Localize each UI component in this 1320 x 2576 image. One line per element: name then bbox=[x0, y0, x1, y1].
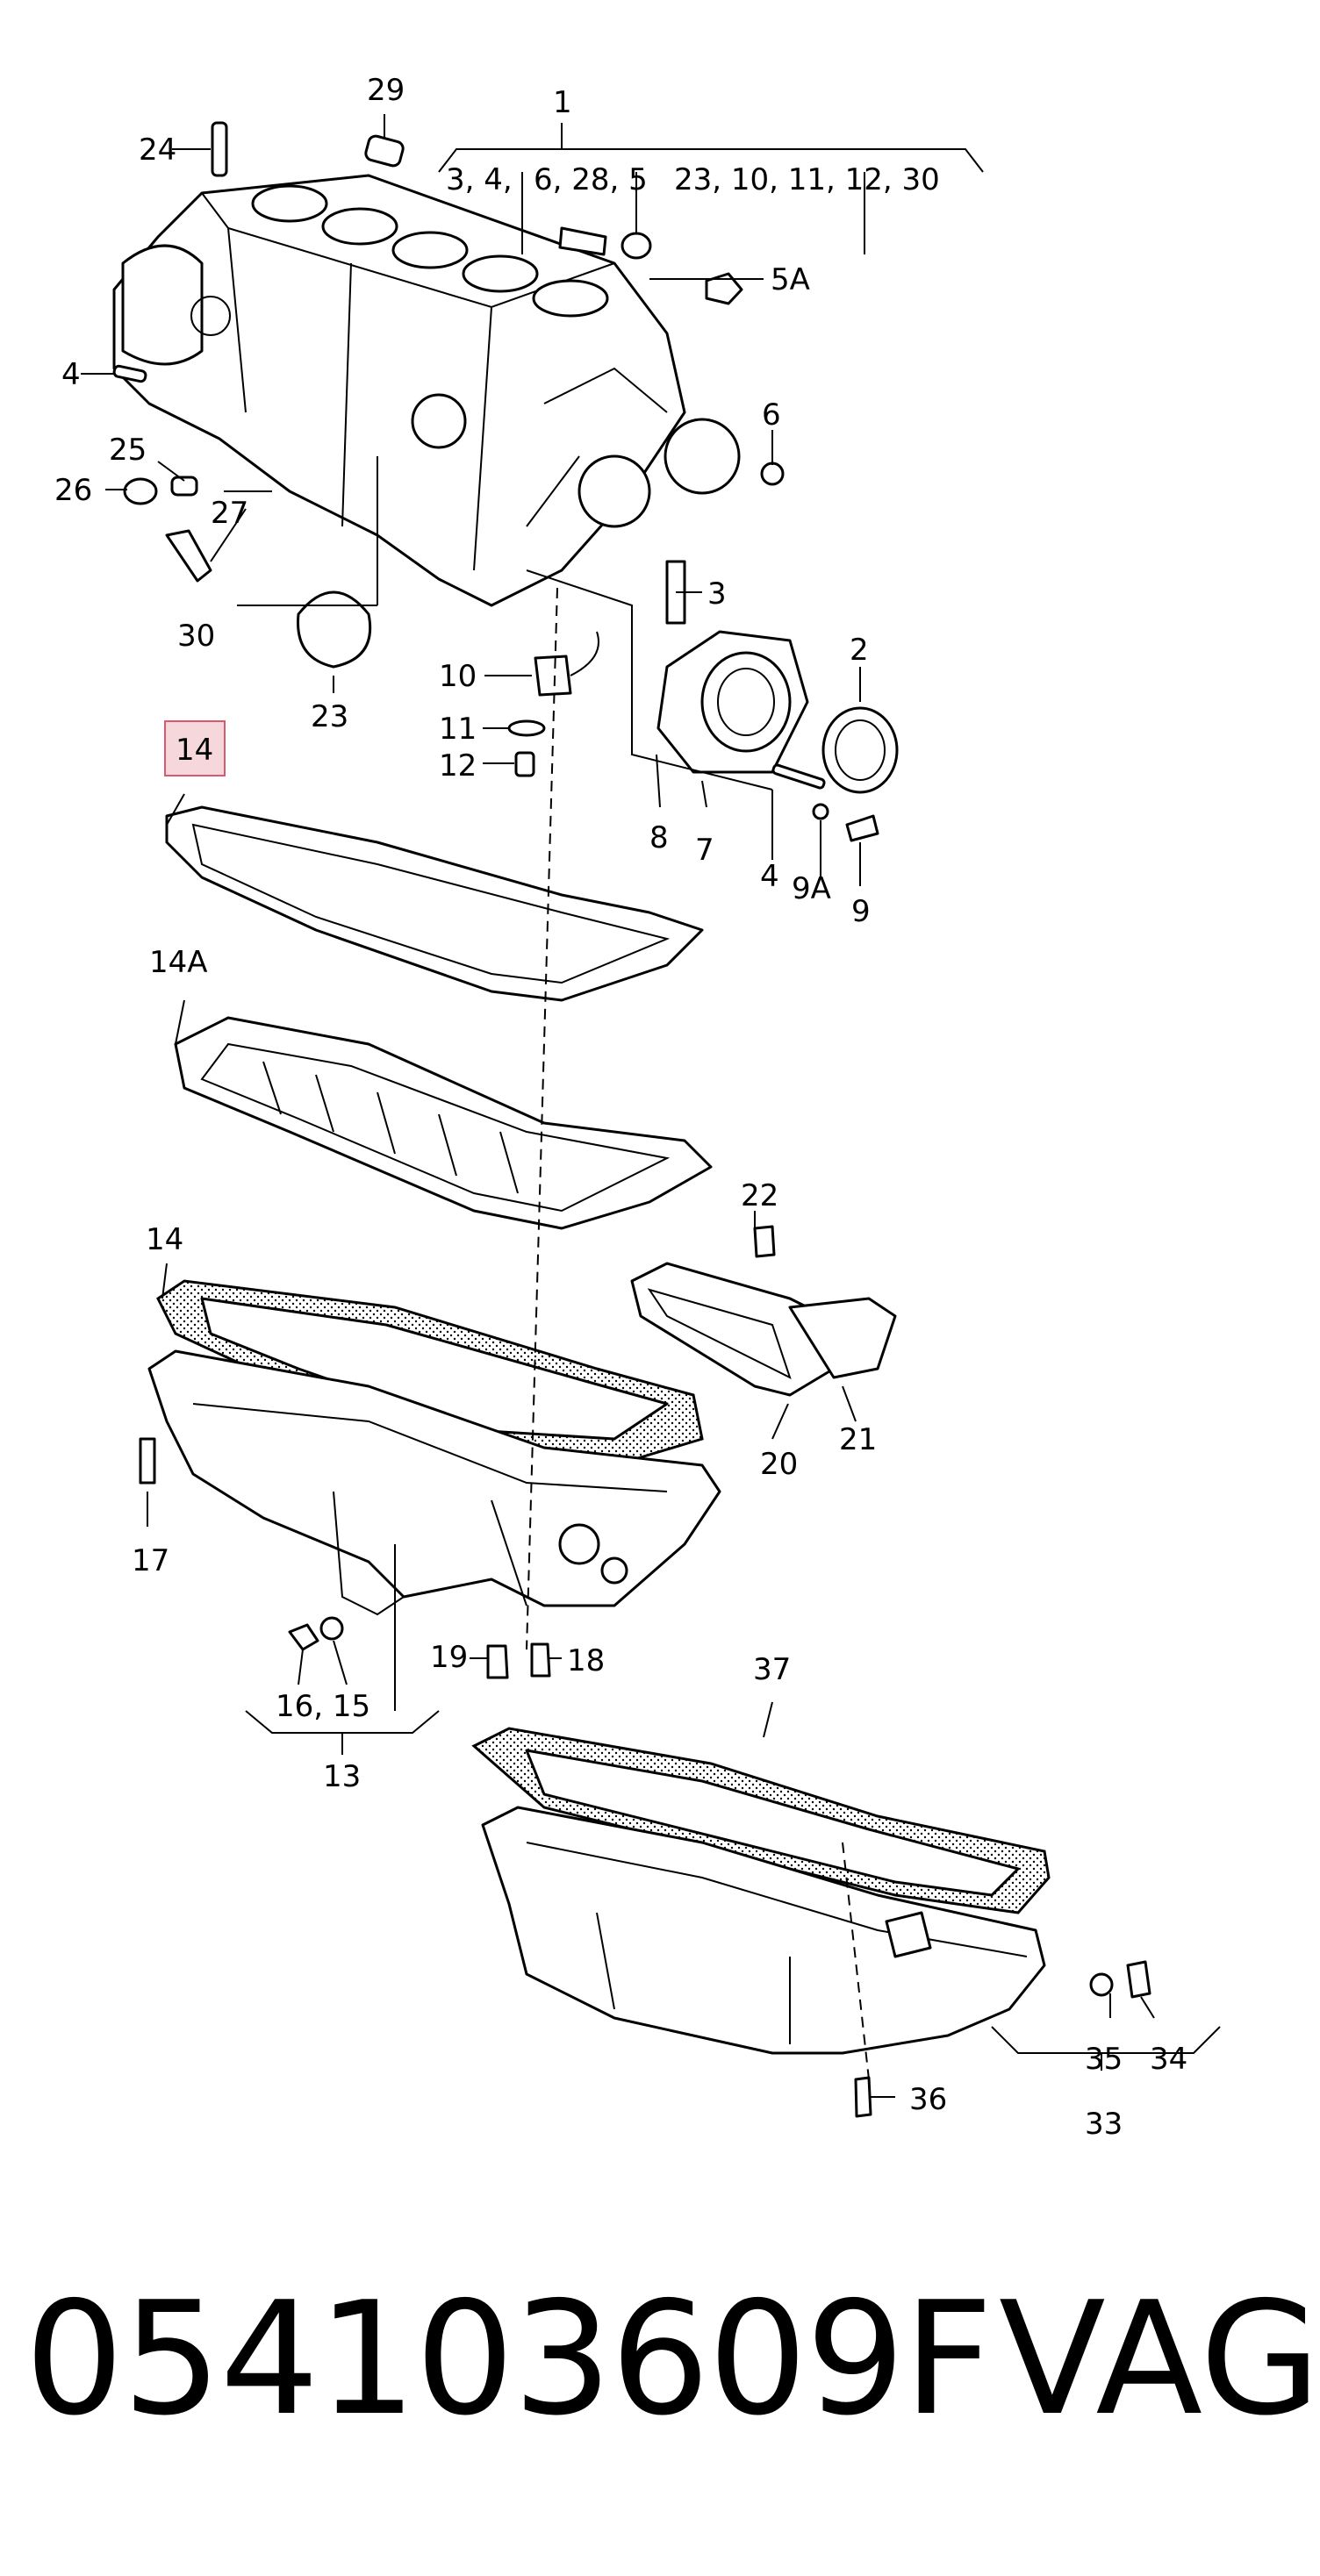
label-1-sub-c: 23, 10, 11, 12, 30 bbox=[674, 162, 940, 197]
label-3: 3 bbox=[707, 576, 727, 612]
label-22: 22 bbox=[741, 1178, 778, 1213]
label-30: 30 bbox=[177, 619, 215, 654]
label-35: 35 bbox=[1085, 2042, 1123, 2077]
label-25: 25 bbox=[109, 433, 147, 468]
part-labels: 1 3, 4, 6, 28, 5 23, 10, 11, 12, 30 2 3 … bbox=[54, 73, 1187, 2142]
label-18: 18 bbox=[567, 1643, 605, 1678]
label-21: 21 bbox=[839, 1422, 877, 1457]
label-1-sub-b: 6, 28, 5 bbox=[534, 162, 648, 197]
label-27: 27 bbox=[211, 496, 248, 531]
label-36: 36 bbox=[909, 2082, 947, 2117]
label-14a: 14A bbox=[149, 945, 208, 980]
part-number: 054103609F bbox=[25, 2268, 994, 2450]
label-4-bottom: 4 bbox=[760, 859, 779, 894]
block-small-parts bbox=[112, 121, 785, 777]
label-2: 2 bbox=[850, 633, 869, 668]
label-23: 23 bbox=[311, 699, 348, 734]
label-16-15: 16, 15 bbox=[276, 1689, 370, 1724]
label-24: 24 bbox=[139, 132, 176, 168]
oil-strainer bbox=[630, 1225, 897, 1397]
label-10: 10 bbox=[439, 659, 477, 694]
baffle-gasket bbox=[174, 1016, 713, 1230]
exploded-parts-diagram: 1 3, 4, 6, 28, 5 23, 10, 11, 12, 30 2 3 … bbox=[54, 73, 1221, 2142]
engine-block bbox=[112, 174, 741, 607]
label-11: 11 bbox=[439, 712, 477, 747]
label-4-top: 4 bbox=[61, 357, 81, 392]
label-33: 33 bbox=[1085, 2107, 1123, 2142]
leader-lines bbox=[81, 114, 1221, 2098]
highlighted-part-box bbox=[164, 720, 226, 776]
label-5a: 5A bbox=[771, 262, 810, 297]
label-17: 17 bbox=[132, 1543, 169, 1578]
label-1-sub-a: 3, 4, bbox=[446, 162, 513, 197]
label-13: 13 bbox=[323, 1759, 361, 1794]
label-29: 29 bbox=[367, 73, 405, 108]
label-26: 26 bbox=[54, 473, 92, 508]
sump-fasteners bbox=[139, 1437, 551, 1679]
label-8: 8 bbox=[649, 820, 669, 855]
label-20: 20 bbox=[760, 1447, 798, 1482]
label-14-highlighted: 14 bbox=[176, 733, 213, 768]
upper-gasket bbox=[165, 805, 704, 1002]
oil-sump bbox=[147, 1279, 721, 1616]
label-19: 19 bbox=[430, 1640, 468, 1675]
lower-sump bbox=[471, 1727, 1151, 2118]
label-12: 12 bbox=[439, 748, 477, 784]
rear-flange-and-seal bbox=[656, 630, 899, 842]
label-37: 37 bbox=[753, 1652, 791, 1687]
label-9: 9 bbox=[851, 894, 871, 929]
label-9a: 9A bbox=[792, 871, 831, 906]
label-6: 6 bbox=[762, 397, 781, 433]
label-34: 34 bbox=[1150, 2042, 1187, 2077]
label-7: 7 bbox=[695, 833, 714, 868]
label-14: 14 bbox=[146, 1222, 183, 1257]
label-1: 1 bbox=[553, 85, 572, 120]
brand-name: VAG bbox=[999, 2268, 1320, 2450]
